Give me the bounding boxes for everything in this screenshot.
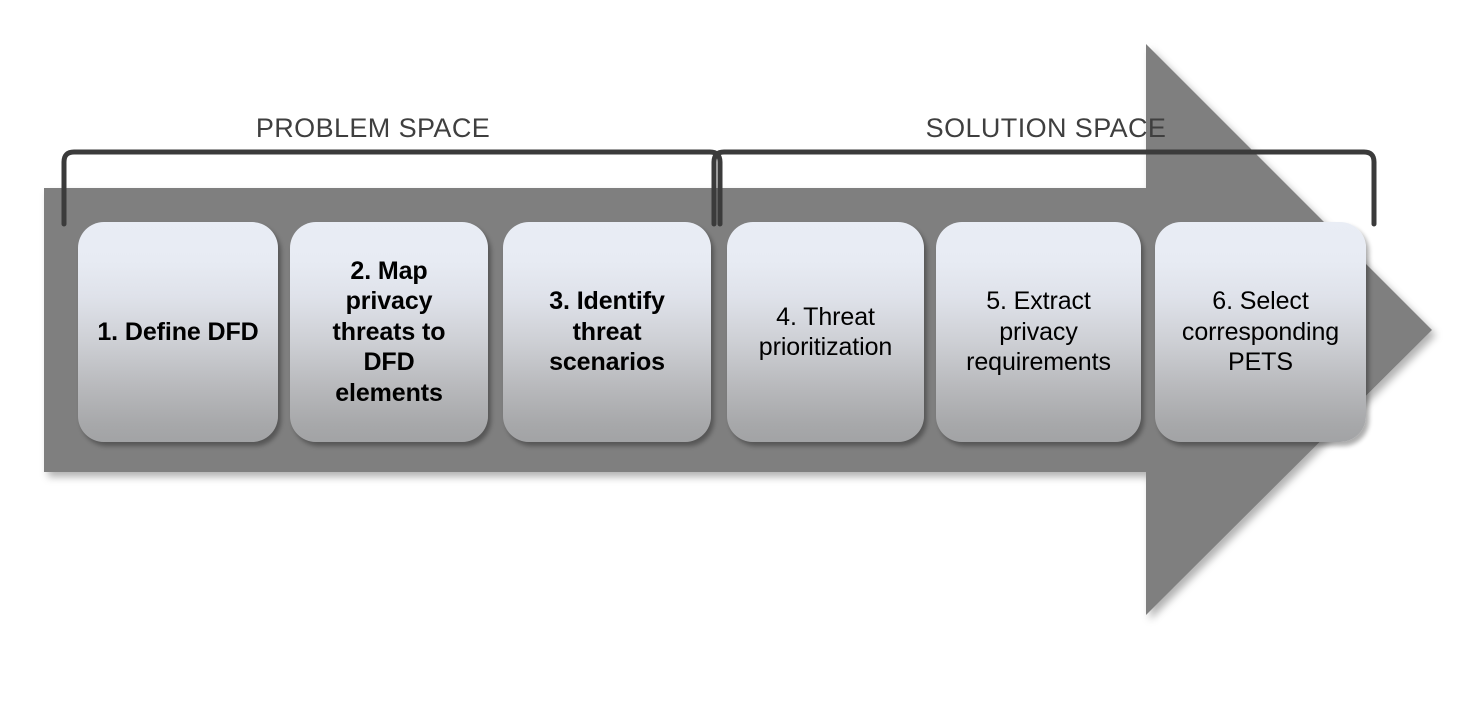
step-label-2: 2. Map privacy threats to DFD elements	[332, 256, 446, 407]
step-box-1[interactable]: 1. Define DFD	[78, 222, 278, 442]
step-label-4: 4. Threat prioritization	[758, 302, 893, 362]
step-label-5: 5. Extract privacy requirements	[966, 287, 1111, 377]
step-box-6[interactable]: 6. Select corresponding PETS	[1155, 222, 1366, 442]
step-box-4[interactable]: 4. Threat prioritization	[727, 222, 924, 442]
solution-space-bracket	[711, 149, 1377, 227]
step-box-2[interactable]: 2. Map privacy threats to DFD elements	[290, 222, 488, 442]
step-box-3[interactable]: 3. Identify threat scenarios	[503, 222, 711, 442]
bracket-path	[61, 149, 723, 227]
step-label-3: 3. Identify threat scenarios	[549, 287, 665, 377]
bracket-path	[711, 149, 1377, 227]
section-caption-solution-space: SOLUTION SPACE	[925, 113, 1167, 143]
section-caption-problem-space: PROBLEM SPACE	[255, 113, 491, 143]
step-label-6: 6. Select corresponding PETS	[1181, 287, 1340, 377]
problem-space-bracket	[61, 149, 723, 227]
step-label-1: 1. Define DFD	[97, 317, 259, 346]
step-box-5[interactable]: 5. Extract privacy requirements	[936, 222, 1141, 442]
